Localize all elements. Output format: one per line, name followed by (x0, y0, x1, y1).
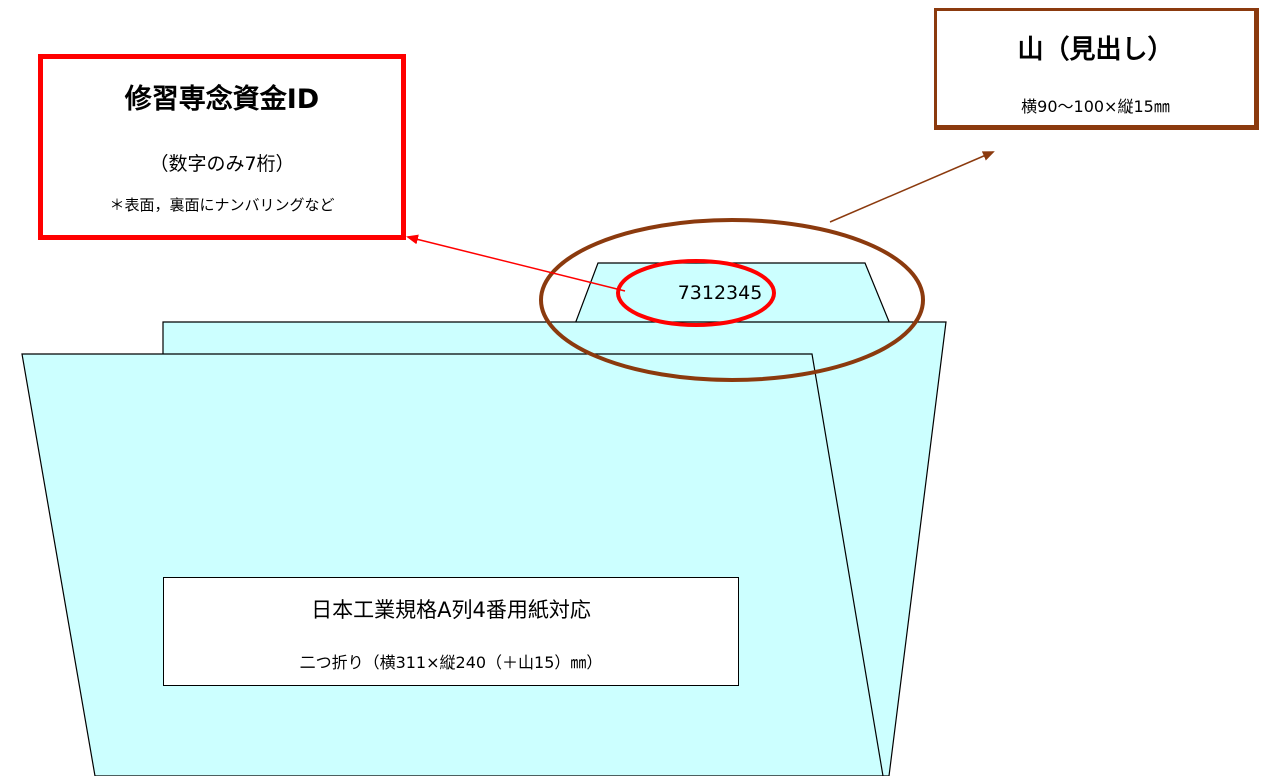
tab-arrow (829, 151, 995, 223)
id-callout-note: ＊表面，裏面にナンバリングなど (109, 196, 335, 214)
paper-spec-box: 日本工業規格A列4番用紙対応 二つ折り（横311×縦240（＋山15）㎜） (163, 577, 739, 686)
id-highlight-ellipse (616, 259, 776, 327)
tab-callout-title: 山（見出し） (1017, 35, 1174, 65)
tab-id-number: 7312345 (677, 282, 763, 304)
folder-front-panel (21, 353, 884, 776)
id-arrow (406, 234, 626, 292)
id-callout-title: 修習専念資金ID (124, 84, 320, 115)
id-callout-subtitle: （数字のみ7桁） (149, 153, 295, 175)
tab-callout-box: 山（見出し） 横90～100×縦15㎜ (934, 8, 1259, 130)
paper-spec-line1: 日本工業規格A列4番用紙対応 (311, 598, 591, 622)
tab-highlight-ellipse (539, 218, 925, 382)
id-callout-box: 修習専念資金ID （数字のみ7桁） ＊表面，裏面にナンバリングなど (38, 54, 406, 240)
tab-callout-size: 横90～100×縦15㎜ (1021, 97, 1170, 116)
paper-spec-line2: 二つ折り（横311×縦240（＋山15）㎜） (299, 653, 603, 672)
